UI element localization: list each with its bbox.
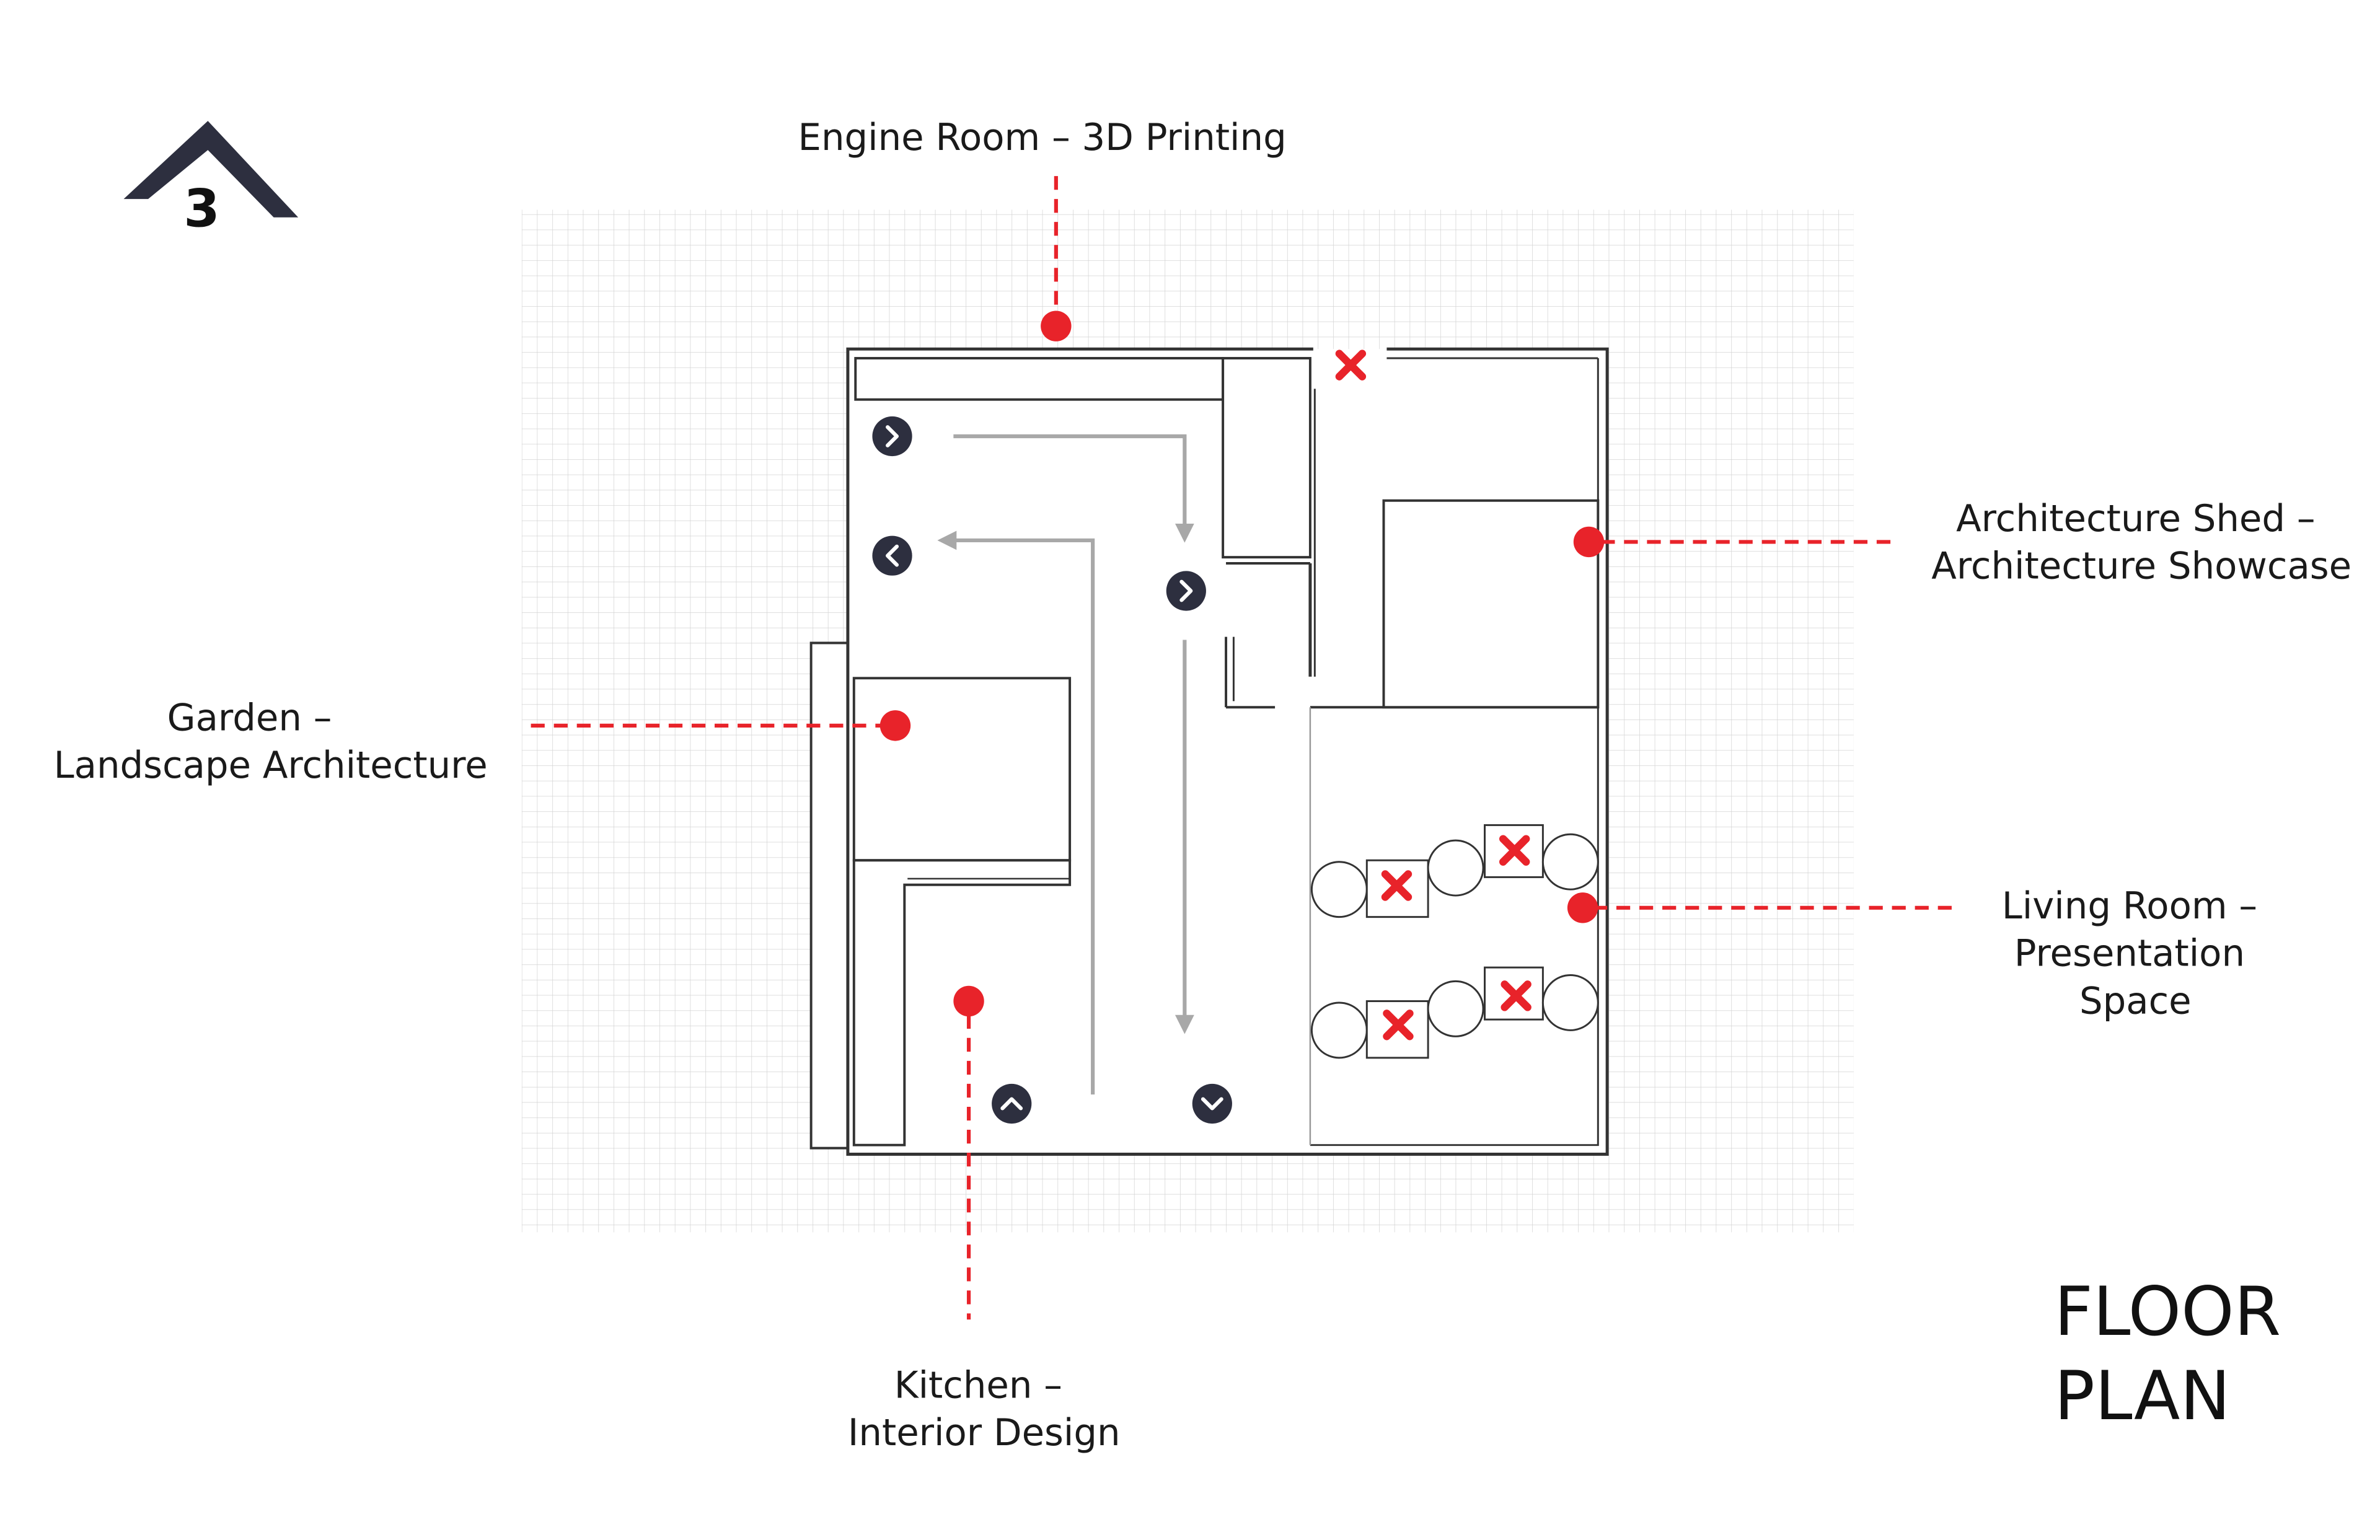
stool xyxy=(1427,839,1484,897)
nav-button-bg xyxy=(1166,571,1206,611)
red-x-icon xyxy=(1383,1010,1414,1041)
callouts xyxy=(531,176,1954,1320)
label-line: Presentation xyxy=(2014,932,2245,975)
garden-strip xyxy=(809,641,849,1150)
nav-button-up[interactable] xyxy=(992,1083,1032,1124)
kitchen-counter xyxy=(852,859,1072,1146)
red-x-icon xyxy=(1501,980,1532,1011)
logo-number: 3 xyxy=(183,178,219,239)
path-arrow xyxy=(937,530,1095,1095)
outer-wall xyxy=(846,347,1609,1156)
nav-button-left[interactable] xyxy=(872,535,912,576)
chevron-right-icon xyxy=(886,425,899,447)
title-line: FLOOR xyxy=(2054,1272,2281,1351)
chevron-down-icon xyxy=(1201,1097,1223,1111)
label-line: Kitchen – xyxy=(894,1363,1062,1406)
house-roof-icon xyxy=(123,121,299,218)
stool xyxy=(1541,833,1599,891)
label-line: Garden – xyxy=(167,696,332,739)
location-marker-icon[interactable] xyxy=(1041,310,1072,341)
label-engine-room: Engine Room – 3D Printing xyxy=(798,116,1287,159)
stool xyxy=(1310,1001,1368,1059)
nav-button-bg xyxy=(1192,1083,1232,1124)
label-architecture-shed: Architecture Shed – Architecture Showcas… xyxy=(1931,497,2351,587)
logo: 3 xyxy=(123,121,299,239)
path-arrow xyxy=(953,434,1194,543)
red-x-icon xyxy=(1381,870,1413,901)
nav-button-right[interactable] xyxy=(1166,571,1206,611)
nav-button-bg xyxy=(872,416,912,457)
title-line: PLAN xyxy=(2054,1357,2230,1435)
location-dots xyxy=(879,310,1605,1017)
nav-button-right[interactable] xyxy=(872,416,912,457)
chevron-right-icon xyxy=(1179,579,1193,602)
label-living-room: Living Room – Presentation Space xyxy=(2002,884,2269,1022)
chevron-left-icon xyxy=(886,544,899,567)
location-marker-icon[interactable] xyxy=(879,710,911,741)
chevron-up-icon xyxy=(1000,1097,1023,1111)
nav-button-bg xyxy=(992,1083,1032,1124)
garden-box xyxy=(852,677,1072,862)
location-marker-icon[interactable] xyxy=(953,985,984,1017)
label-kitchen: Kitchen – Interior Design xyxy=(848,1363,1121,1454)
stool xyxy=(1310,861,1368,918)
label-line: Landscape Architecture xyxy=(54,744,488,786)
location-marker-icon[interactable] xyxy=(1567,892,1598,923)
stool xyxy=(1541,974,1599,1031)
label-line: Architecture Shed – xyxy=(1956,497,2315,540)
nav-button-bg xyxy=(872,535,912,576)
red-x-icon xyxy=(1335,350,1367,381)
page-title: FLOOR PLAN xyxy=(2054,1272,2302,1435)
stool xyxy=(1427,980,1484,1037)
location-marker-icon[interactable] xyxy=(1573,526,1605,558)
architecture-shed-box xyxy=(1382,499,1600,709)
red-x-icon xyxy=(1499,835,1530,866)
label-garden: Garden – Landscape Architecture xyxy=(54,696,488,786)
blocked-markers xyxy=(1335,350,1532,1041)
nav-button-down[interactable] xyxy=(1192,1083,1232,1124)
nav-buttons xyxy=(872,416,1232,1124)
label-line: Interior Design xyxy=(848,1411,1121,1454)
building xyxy=(809,347,1609,1156)
central-block xyxy=(1222,357,1311,559)
engine-room-wall xyxy=(854,357,1225,401)
label-line: Architecture Showcase xyxy=(1931,545,2351,587)
label-line: Living Room – xyxy=(2002,884,2257,927)
circulation-path xyxy=(937,434,1194,1095)
label-line: Space xyxy=(2079,979,2192,1022)
